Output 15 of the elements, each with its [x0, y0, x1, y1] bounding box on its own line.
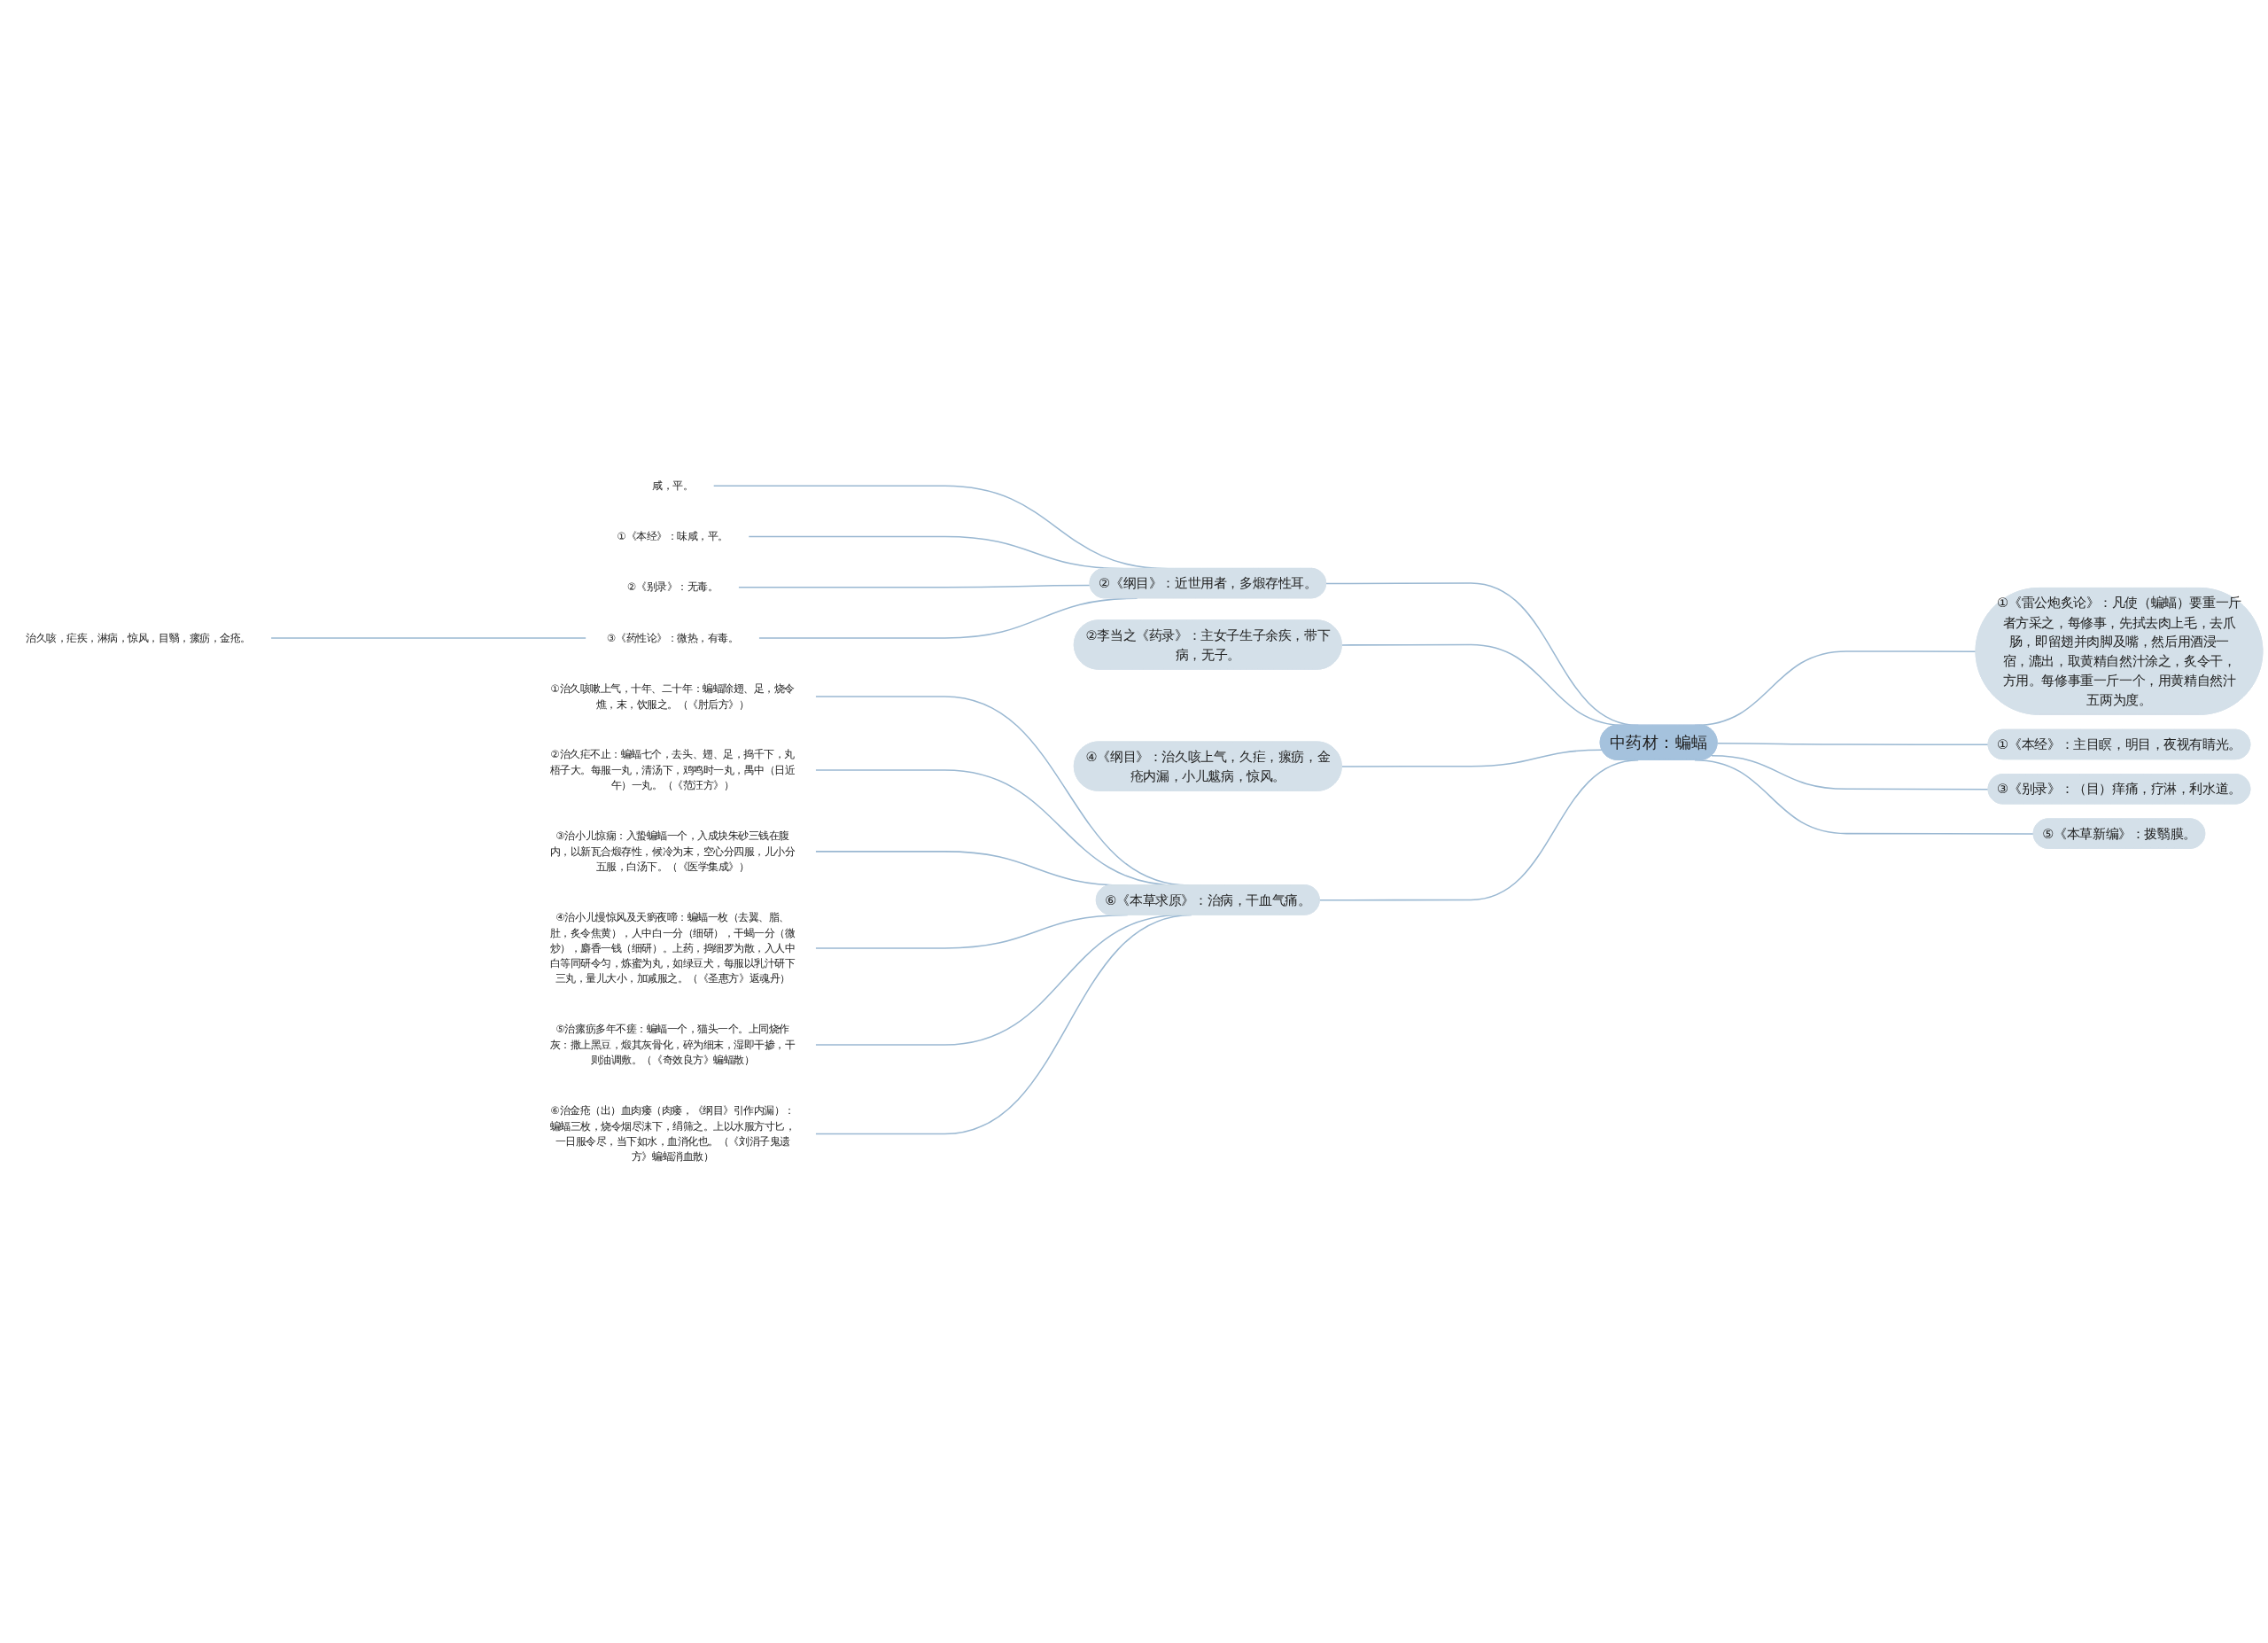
connector	[270, 637, 587, 639]
node-text: ④治小儿慢惊风及天瘹夜啼：蝙蝠一枚（去翼、脂、肚，炙令焦黄），人中白一分（细研），干蝎一分（微炒），麝香一钱（细研）。上药，捣细罗为散，入人中白等同研令匀，炼蜜为丸，如绿豆犬，每服以乳汁研下三丸，量儿大小，加减服之。（《圣惠方》返魂丹）	[549, 911, 796, 985]
node-text: ①治久咳嗽上气，十年、二十年：蝙蝠除翅、足，烧令燋，末，饮服之。（《肘后方》）	[550, 682, 795, 711]
connector	[737, 584, 1091, 588]
connector	[1711, 755, 1990, 790]
node-text: ③《药性论》：微热，有毒。	[606, 632, 739, 644]
node-text: ①《本经》：味咸，平。	[617, 530, 728, 543]
connector	[1716, 743, 1990, 746]
node-text: ③治小儿惊痫：入蛰蝙蝠一个，入成块朱砂三钱在腹内，以新瓦合煅存性，候冷为末，空心分四服，儿小分五服，白汤下。（《医学集成》）	[549, 829, 796, 873]
node-text: 治久咳，疟疾，淋病，惊风，目翳，瘰疬，金疮。	[26, 632, 251, 644]
node-text: ⑤治瘰疬多年不瘥：蝙蝠一个，猫头一个。上同烧作灰：撒上黑豆，煅其灰骨化，碎为细末，湿即干掺，干则油调敷。（《奇效良方》蝙蝠散）	[549, 1023, 796, 1067]
node-text: ②治久疟不止：蝙蝠七个，去头、翅、足，捣千下，丸梧子大。每服一丸，清汤下，鸡鸣时一丸，禺中（日近午）一丸。（《范汪方》）	[549, 748, 796, 792]
node-text: 咸，平。	[652, 479, 694, 493]
node-text: ②《别录》：无毒。	[626, 580, 718, 594]
node-text: ⑥治金疮（出）血肉瘘（肉瘘，《纲目》引作内漏）：蝙蝠三枚，烧令烟尽沫下，绢筛之。上以水服方寸匕，一日服令尽，当下如水，血消化也。（《刘涓子鬼遗方》蝙蝠消血散）	[549, 1104, 796, 1164]
